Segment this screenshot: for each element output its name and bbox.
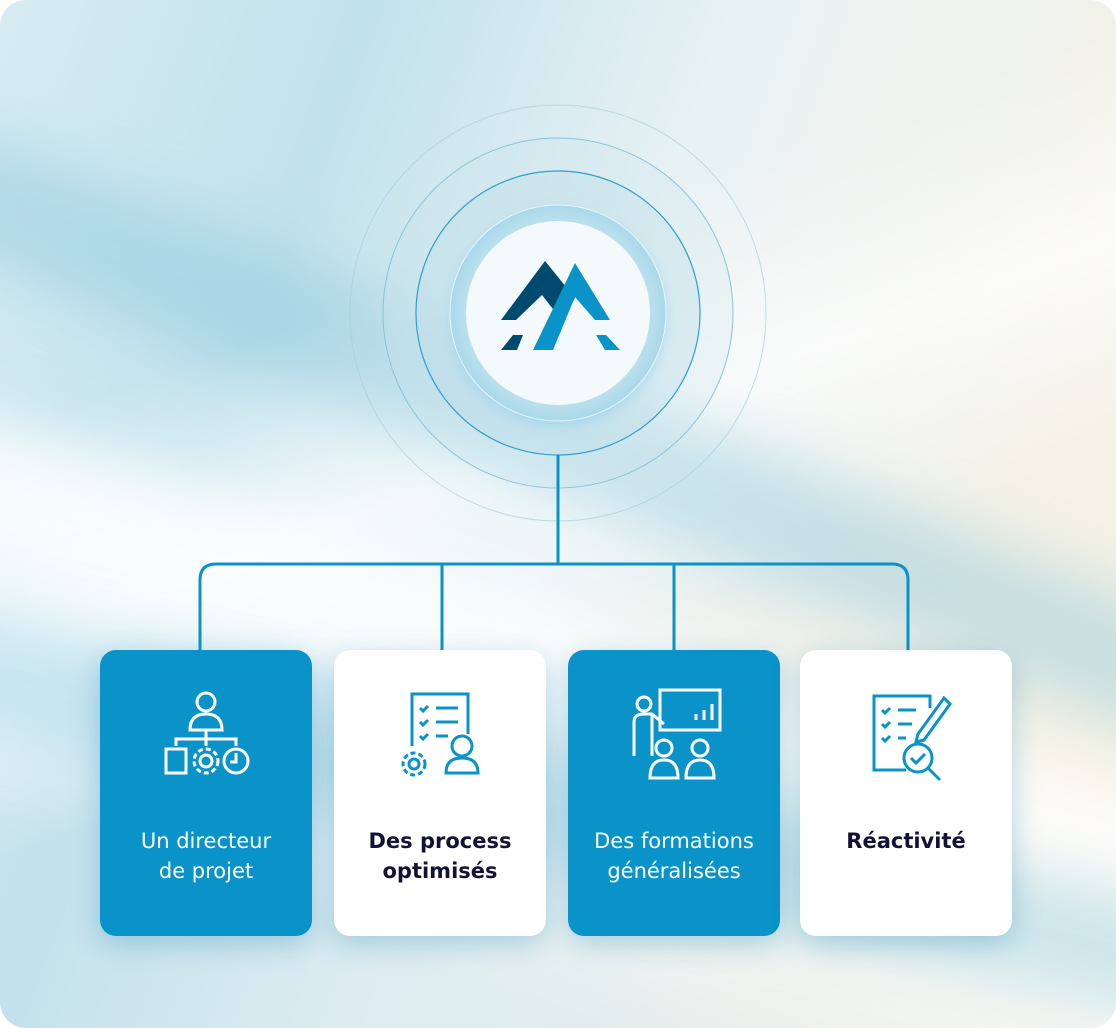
card-training: Des formations généralisées xyxy=(568,650,780,936)
card-label-line1: Un directeur xyxy=(140,829,272,853)
card-label-line1: Des formations xyxy=(594,829,754,853)
company-logo xyxy=(501,261,620,350)
card-label-line2: généralisées xyxy=(607,859,741,883)
card-project-director: Un directeur de projet xyxy=(100,650,312,936)
org-chart-icon xyxy=(164,691,250,775)
card-optimized-process: Des process optimisés xyxy=(334,650,546,936)
checklist-user-icon xyxy=(401,692,480,777)
card-label-line1: Réactivité xyxy=(846,829,966,853)
connector-lines xyxy=(198,455,910,650)
training-presentation-icon xyxy=(632,688,722,780)
checklist-search-icon xyxy=(872,694,952,782)
card-label-line1: Des process xyxy=(368,829,512,853)
card-reactivity: Réactivité xyxy=(800,650,1012,936)
card-label-line2: optimisés xyxy=(382,859,498,883)
card-label-line2: de projet xyxy=(158,859,254,883)
